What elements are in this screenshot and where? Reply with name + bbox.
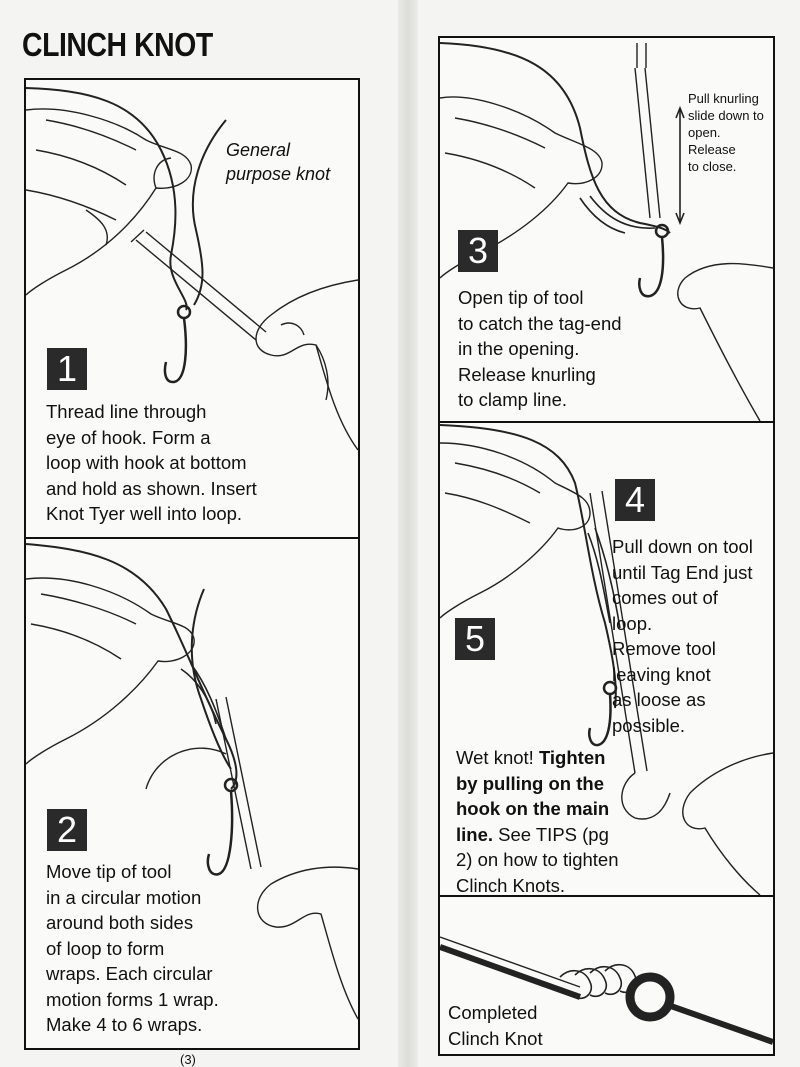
step-2-badge: 2: [47, 809, 87, 851]
step-5-lead: Wet knot!: [456, 747, 539, 768]
step-1-text: Thread line through eye of hook. Form a …: [46, 399, 257, 527]
page-title: CLINCH KNOT: [22, 26, 213, 64]
left-instruction-panel: General purpose knot 1 Thread line throu…: [24, 78, 360, 1050]
book-gutter: [398, 0, 418, 1067]
step-4-badge: 4: [615, 479, 655, 521]
completed-knot-caption: Completed Clinch Knot: [448, 1000, 543, 1051]
step-5-text: Wet knot! Tighten by pulling on the hook…: [456, 745, 656, 898]
step-2-text: Move tip of tool in a circular motion ar…: [46, 859, 219, 1038]
knurling-note: Pull knurling slide down to open. Releas…: [688, 90, 764, 175]
general-purpose-caption: General purpose knot: [226, 138, 330, 186]
page-number-left: (3): [180, 1052, 196, 1067]
step-4-text: Pull down on tool until Tag End just com…: [612, 534, 753, 738]
right-instruction-panel: Pull knurling slide down to open. Releas…: [438, 36, 775, 1056]
step-3-text: Open tip of tool to catch the tag-end in…: [458, 285, 622, 413]
step-1-badge: 1: [47, 348, 87, 390]
step-5-badge: 5: [455, 618, 495, 660]
step-3-badge: 3: [458, 230, 498, 272]
